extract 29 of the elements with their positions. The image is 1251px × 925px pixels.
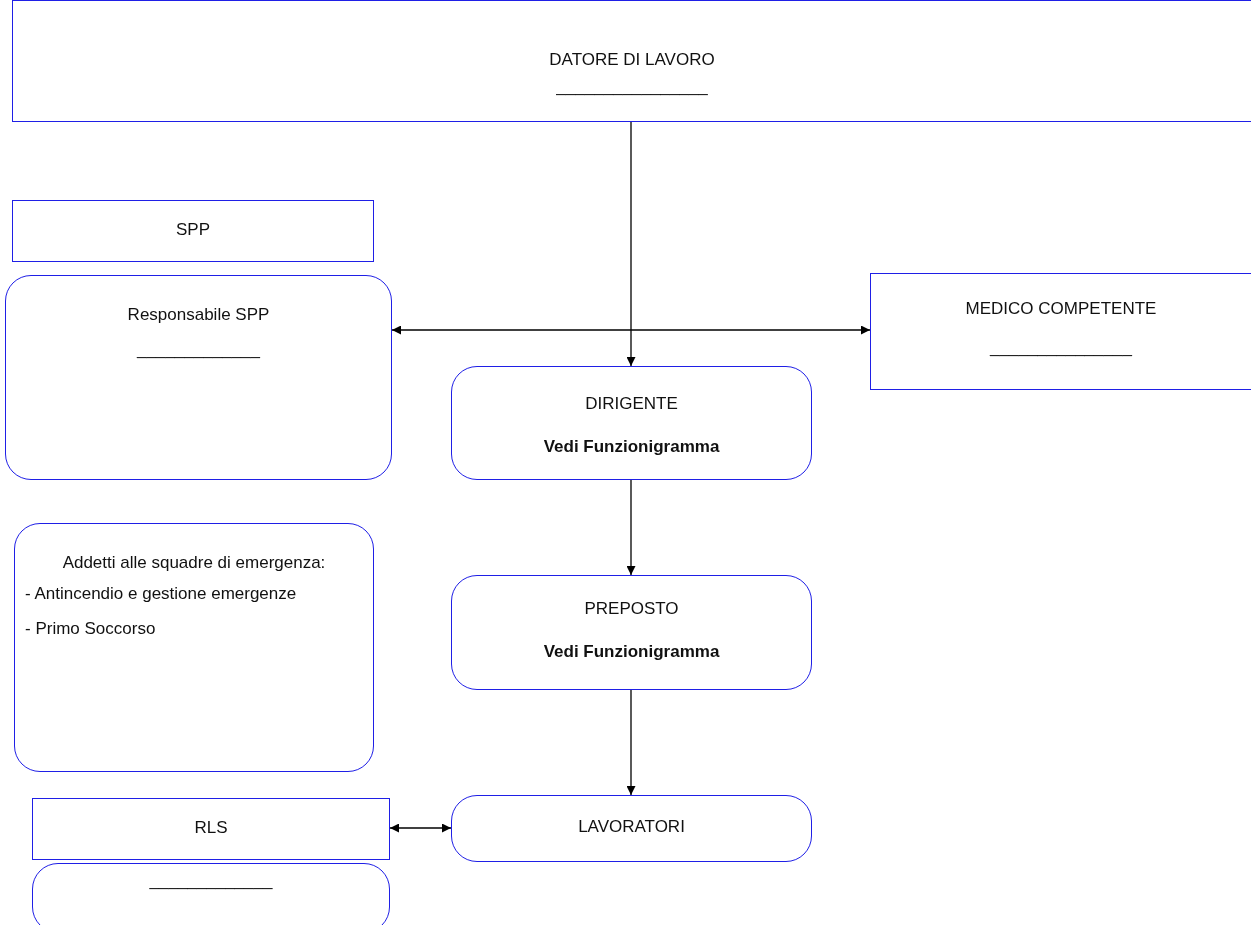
node-text: Responsabile SPP [127, 304, 270, 326]
node-text: DIRIGENTE [585, 393, 678, 415]
node-text: SPP [176, 219, 210, 241]
node-text: RLS [194, 817, 228, 839]
arrow [391, 325, 871, 335]
rounded-box [5, 275, 392, 480]
arrow [389, 823, 452, 833]
node-text: _____________ [149, 870, 273, 892]
arrow [626, 689, 636, 796]
node-text: _____________ [137, 338, 260, 361]
node-text: MEDICO COMPETENTE [965, 298, 1157, 320]
rounded-box [14, 523, 374, 772]
rectangle-box [12, 200, 374, 262]
node-text: DATORE DI LAVORO [549, 49, 715, 71]
rounded-box [451, 366, 812, 480]
node-text: Vedi Funzionigramma [543, 435, 720, 458]
node-text: - Antincendio e gestione emergenze [24, 582, 298, 605]
node-text: Vedi Funzionigramma [543, 640, 720, 663]
rounded-box [451, 795, 812, 862]
arrow [626, 479, 636, 576]
rounded-box [451, 575, 812, 690]
node-text: ________________ [556, 75, 708, 98]
node-text: - Primo Soccorso [24, 617, 157, 640]
node-text: LAVORATORI [578, 816, 685, 838]
node-text: Addetti alle squadre di emergenza: [62, 552, 326, 574]
node-text: PREPOSTO [584, 598, 679, 620]
arrow [626, 121, 636, 367]
node-text: _______________ [990, 336, 1132, 359]
rectangle-box [32, 798, 390, 860]
